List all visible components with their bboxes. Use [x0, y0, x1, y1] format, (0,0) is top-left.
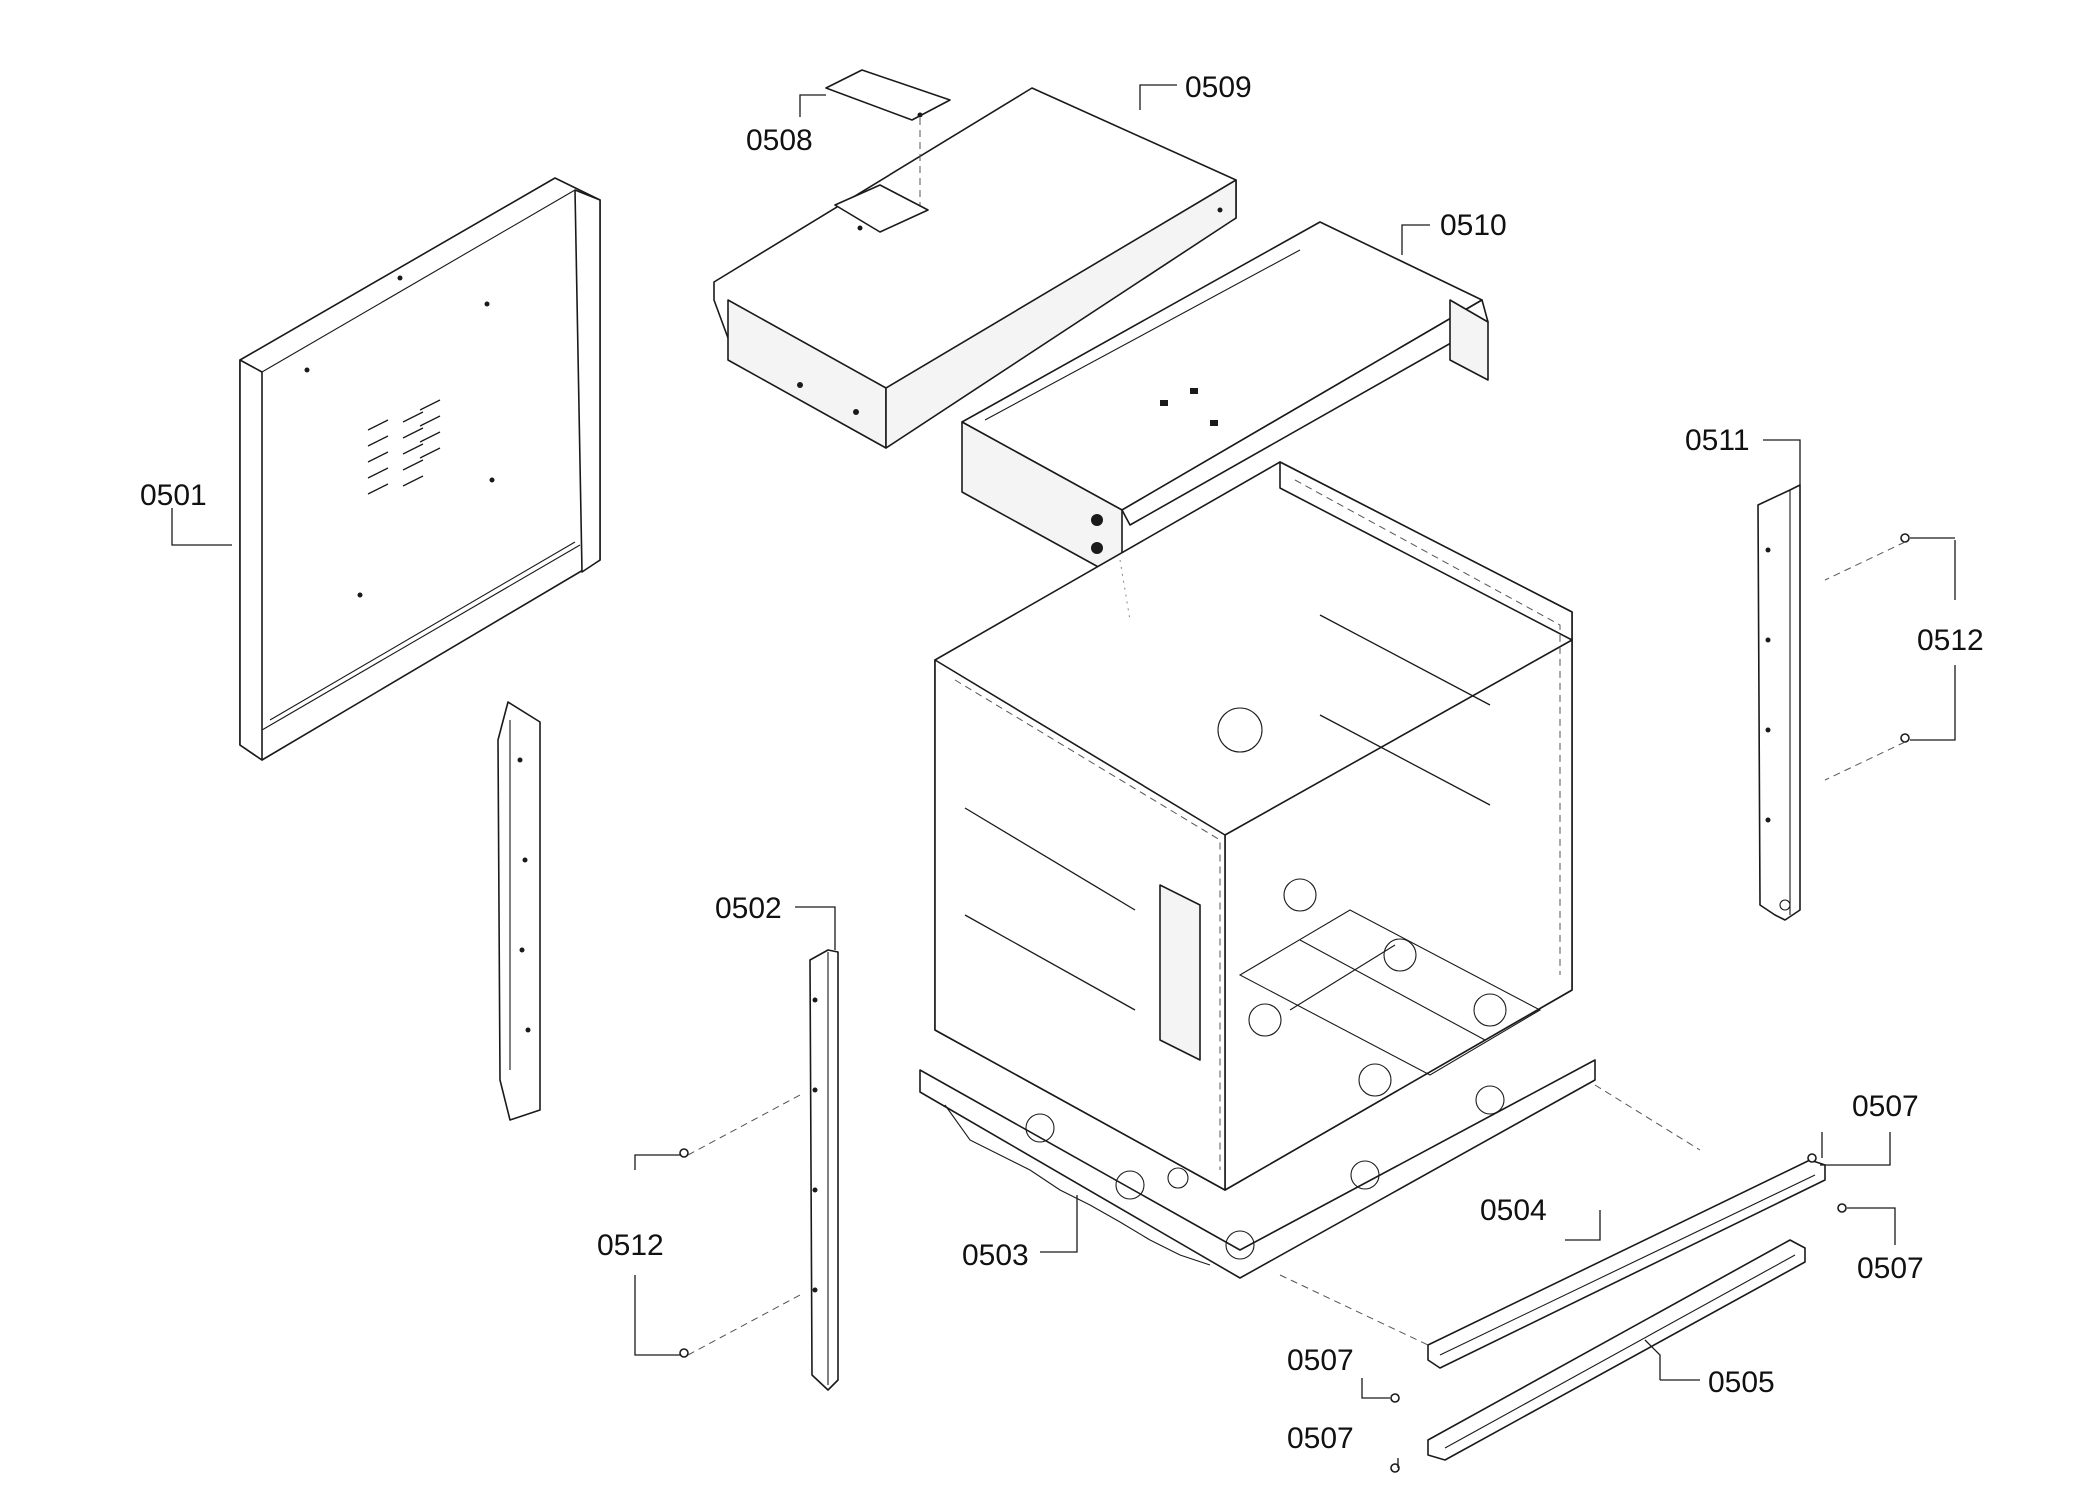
part-side-panel	[239, 177, 601, 761]
part-left-side-rail	[497, 701, 541, 1121]
part-base-tray	[919, 1059, 1596, 1279]
part-front-top-panel	[961, 221, 1489, 581]
screws	[679, 533, 1910, 1473]
callout-leaders	[171, 84, 1956, 1468]
callout-0504: 0504	[1480, 1194, 1547, 1227]
callout-0503: 0503	[962, 1239, 1029, 1272]
callout-0511: 0511	[1685, 424, 1750, 457]
callout-0512-left: 0512	[597, 1229, 664, 1262]
callout-0509: 0509	[1185, 71, 1252, 104]
callout-0507-left-bottom: 0507	[1287, 1422, 1354, 1455]
vent-slots	[367, 399, 441, 495]
callout-0502: 0502	[715, 892, 782, 925]
callout-0507-right-bottom: 0507	[1857, 1252, 1924, 1285]
callout-0507-right-top: 0507	[1852, 1090, 1919, 1123]
callout-0508: 0508	[746, 124, 813, 157]
part-top-cover	[713, 87, 1237, 449]
part-right-rail	[1757, 484, 1801, 921]
part-front-rail-lower	[1427, 1239, 1806, 1461]
callout-0512-right: 0512	[1917, 624, 1984, 657]
callout-0501: 0501	[140, 479, 207, 512]
callout-0505: 0505	[1708, 1366, 1775, 1399]
part-small-plate	[825, 69, 951, 205]
callout-0507-left-top: 0507	[1287, 1344, 1354, 1377]
assembly-guides	[687, 541, 1906, 1356]
part-oven-cavity	[934, 461, 1573, 1191]
callout-0510: 0510	[1440, 209, 1507, 242]
part-left-rail	[809, 949, 839, 1391]
